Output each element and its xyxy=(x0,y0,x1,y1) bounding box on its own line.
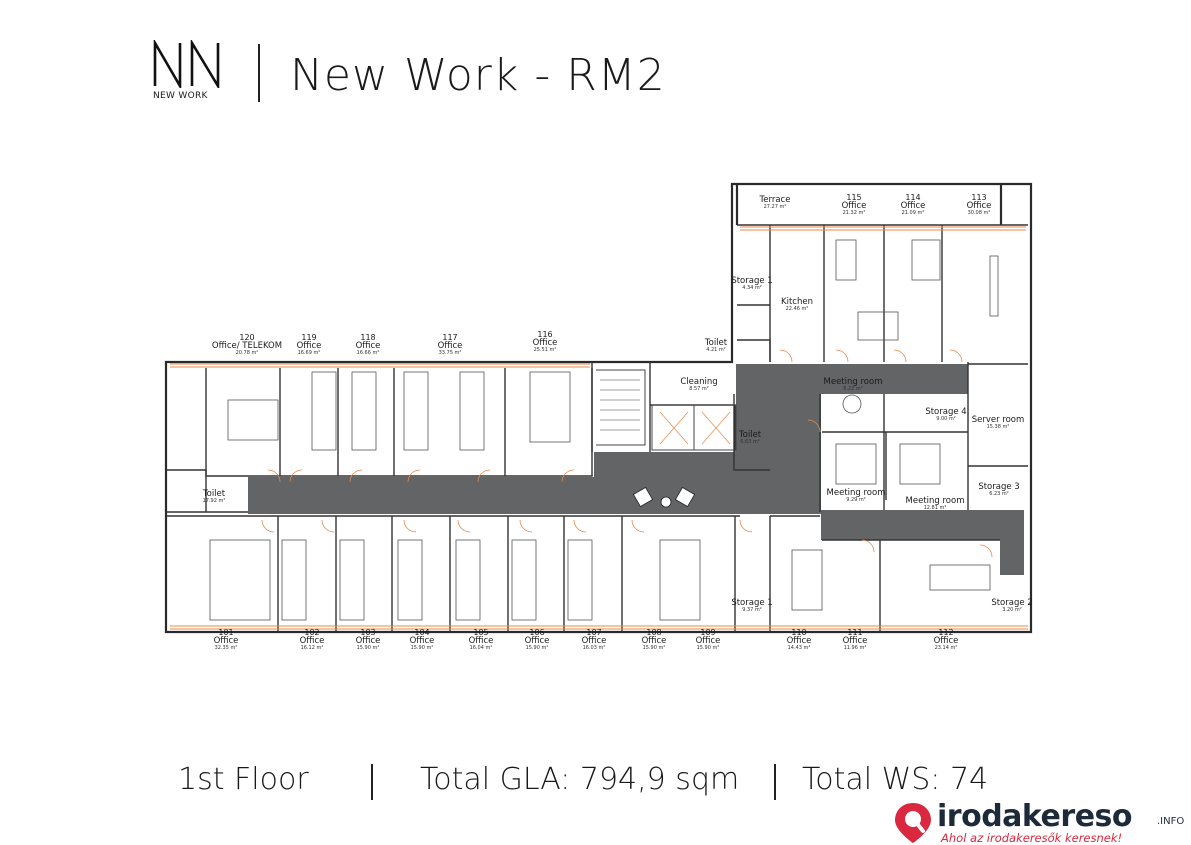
total-ws: Total WS: 74 xyxy=(802,762,989,797)
total-gla: Total GLA: 794,9 sqm xyxy=(420,762,740,797)
map-pin-icon xyxy=(895,803,931,843)
logo-text: NEW WORK xyxy=(153,91,208,101)
footer-divider-1 xyxy=(371,764,373,800)
footer-divider-2 xyxy=(774,764,776,800)
page-title: New Work - RM2 xyxy=(290,50,666,101)
brand-suffix: .INFO xyxy=(1157,816,1185,827)
brand-tagline: Ahol az irodakeresők keresnek! xyxy=(941,831,1123,845)
brand-wordmark: irodakereso xyxy=(937,799,1133,834)
floor-label: 1st Floor xyxy=(178,762,309,797)
irodakereso-brand[interactable]: irodakereso .INFO Ahol az irodakeresők k… xyxy=(893,795,1191,845)
new-work-logo-icon xyxy=(153,40,220,88)
header-divider xyxy=(258,44,260,102)
corridor xyxy=(248,364,1024,575)
